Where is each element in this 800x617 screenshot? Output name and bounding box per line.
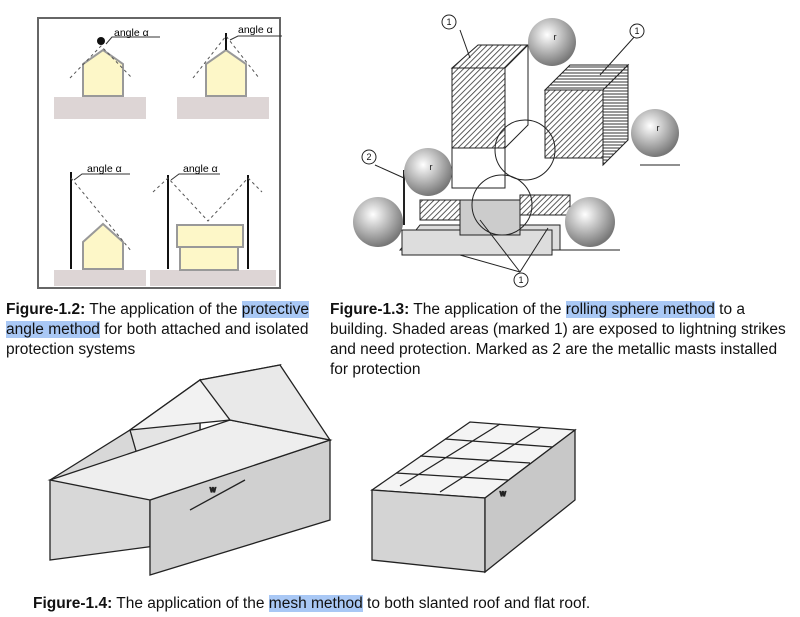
figure-1-4-caption: Figure-1.4: The application of the mesh … <box>33 594 793 614</box>
mark-2: 2 <box>366 152 371 162</box>
angle-label: angle α <box>114 27 149 39</box>
mark-1: 1 <box>446 17 451 27</box>
mark-1: 1 <box>518 275 523 285</box>
angle-label: angle α <box>87 163 122 175</box>
caption-text: to both slanted roof and flat roof. <box>362 595 591 612</box>
mark-1: 1 <box>634 26 639 36</box>
figure-1-3-rolling-sphere: 1 1 2 1 r r r <box>353 14 680 288</box>
caption-text: to a building. Shaded areas (marked 1) a… <box>330 301 786 378</box>
figure-1-2-protective-angle: angle α angle α angle α angle α <box>37 17 282 289</box>
radius-label: r <box>657 123 660 133</box>
radius-label: r <box>430 162 433 172</box>
caption-text: for both attached and isolated protectio… <box>6 321 309 358</box>
figure-1-4-mesh: w w <box>47 364 577 576</box>
highlighted-text: rolling sphere method <box>565 301 715 318</box>
caption-text: The application of the <box>409 301 566 318</box>
caption-text: The application of the <box>112 595 269 612</box>
caption-label: Figure-1.2: <box>6 301 86 318</box>
angle-label: angle α <box>238 24 273 36</box>
caption-label: Figure-1.4: <box>33 595 113 612</box>
angle-label: angle α <box>183 163 218 175</box>
figure-1-3-caption: Figure-1.3: The application of the rolli… <box>330 300 795 380</box>
radius-label: r <box>554 32 557 42</box>
caption-text: The application of the <box>85 301 242 318</box>
caption-label: Figure-1.3: <box>330 301 410 318</box>
width-label: w <box>499 489 506 498</box>
width-label: w <box>209 485 216 494</box>
highlighted-text: mesh method <box>268 595 363 612</box>
figure-1-2-caption: Figure-1.2: The application of the prote… <box>6 300 316 360</box>
